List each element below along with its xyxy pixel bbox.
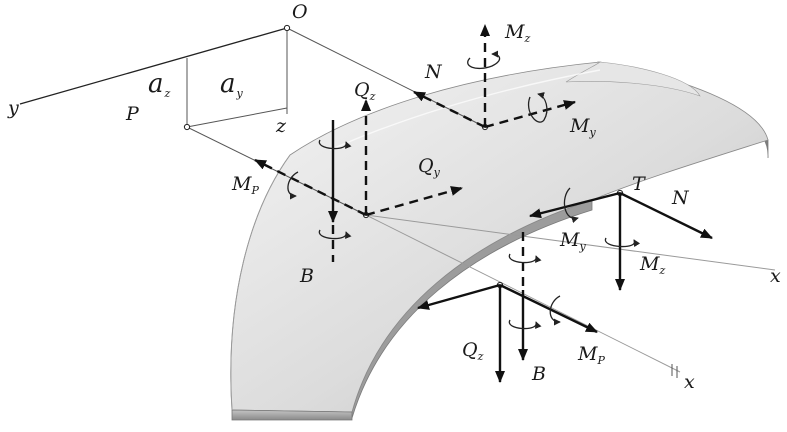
origin-label: O [292, 1, 308, 23]
z-axis-label: z [275, 115, 287, 137]
mp-left-label: MP [231, 173, 259, 197]
p-label: P [125, 103, 140, 125]
beam-end-face [231, 409, 353, 421]
origin-point [283, 24, 291, 32]
b-left-label: B [299, 265, 314, 287]
mz-top-curl [467, 50, 501, 70]
b-bottom-curl-bottom [508, 319, 542, 330]
my-top-arrow [484, 100, 576, 129]
top-section-loads [413, 24, 576, 129]
qz-bottom-label: Qz [462, 339, 484, 363]
t-label: T [632, 173, 646, 195]
b-bottom-label: B [531, 363, 546, 385]
y-axis-label: y [7, 97, 19, 119]
b-left-curl-top [318, 139, 352, 150]
mp-left-curl [287, 171, 299, 200]
my-top-label: My [569, 115, 596, 139]
b-left-curl-bottom [318, 229, 352, 240]
mp-left-arrow [254, 158, 367, 217]
n-right-arrow [619, 191, 713, 240]
mz-right-label: Mz [639, 253, 665, 277]
n-top-label: N [424, 61, 443, 83]
az-label: az [148, 69, 171, 100]
qz-left-label: Qz [354, 79, 376, 103]
my-right-label: My [559, 229, 586, 253]
bottom-left-arrow [417, 283, 501, 310]
b-bottom-curl-top [508, 253, 542, 264]
my-right-arrow [529, 191, 621, 219]
ay-label: ay [220, 69, 244, 100]
p-to-z-line [186, 107, 288, 128]
x-axis-right-label: x [770, 265, 781, 287]
y-axis-line [19, 27, 288, 105]
qy-label: Qy [418, 155, 441, 179]
my-right-curl [563, 187, 579, 224]
labels: O y z P az ay N Mz My Qz Qy MP B T N My … [7, 1, 781, 393]
mp-bottom-label: MP [577, 343, 605, 367]
qy-arrow [365, 186, 463, 217]
mp-bottom-curl [549, 295, 561, 326]
p-point [183, 123, 191, 131]
section-x-axis [365, 214, 776, 271]
mz-right-curl [605, 237, 641, 248]
right-section-loads [529, 187, 713, 291]
n-top-arrow [413, 90, 486, 129]
n-right-label: N [671, 187, 690, 209]
bottom-section-loads [417, 232, 678, 383]
left-section-loads [254, 99, 463, 262]
beam-edge-line [230, 154, 291, 411]
x-axis-bottom-label: x [684, 371, 695, 393]
mz-top-label: Mz [504, 21, 530, 45]
mp-bottom-arrow [499, 283, 598, 334]
my-top-curl [527, 92, 548, 123]
